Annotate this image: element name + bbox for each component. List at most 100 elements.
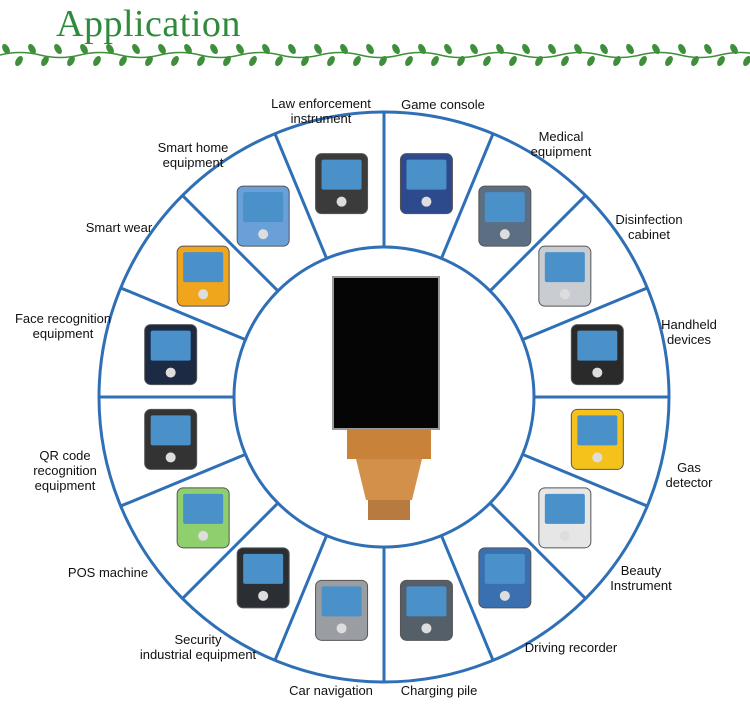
- vine-leaf: [574, 43, 582, 55]
- segment-divider: [522, 453, 648, 508]
- lcd-fpc-connector: [347, 429, 431, 459]
- vine-leaf: [704, 43, 712, 55]
- disinfection-cabinet-icon: [538, 245, 592, 307]
- vine-leaf: [535, 55, 543, 67]
- vine-leaf: [67, 55, 75, 67]
- smartwatch-icon: [176, 245, 230, 307]
- vine-leaf: [509, 55, 517, 67]
- vine-leaf: [600, 43, 608, 55]
- lcd-panel-image: [332, 276, 440, 520]
- vine-leaf: [15, 55, 23, 67]
- vine-leaf: [236, 43, 244, 55]
- driving-recorder-icon: [478, 547, 532, 609]
- vine-leaf: [93, 55, 101, 67]
- game-console-icon: [399, 153, 453, 215]
- vine-leaf: [197, 55, 205, 67]
- vine-leaf: [379, 55, 387, 67]
- vine-leaf: [431, 55, 439, 67]
- vine-leaf: [457, 55, 465, 67]
- car-navigation-icon: [315, 579, 369, 641]
- vine-leaf: [301, 55, 309, 67]
- law-enforcement-recorder-icon: [315, 153, 369, 215]
- vine-leaf: [119, 55, 127, 67]
- vine-leaf: [353, 55, 361, 67]
- segment-divider: [181, 194, 279, 292]
- vine-leaf: [405, 55, 413, 67]
- lcd-fpc-tail: [356, 459, 422, 500]
- pos-machine-icon: [176, 487, 230, 549]
- handheld-device-icon: [570, 324, 624, 386]
- vine-leaf: [54, 43, 62, 55]
- vine-leaf: [626, 43, 634, 55]
- vine-leaf: [392, 43, 400, 55]
- segment-divider: [120, 453, 246, 508]
- medical-equipment-icon: [478, 185, 532, 247]
- vine-leaf: [678, 43, 686, 55]
- vine-leaf: [210, 43, 218, 55]
- label-smart-wear: Smart wear: [85, 220, 153, 235]
- face-recognition-laptop-icon: [144, 324, 198, 386]
- vine-leaf: [470, 43, 478, 55]
- vine-leaf: [80, 43, 88, 55]
- segment-divider: [522, 286, 648, 341]
- vine-leaf: [2, 43, 10, 55]
- segment-divider: [120, 286, 246, 341]
- vine-leaf: [314, 43, 322, 55]
- lcd-fpc-contacts: [368, 500, 410, 520]
- vine-leaf: [444, 43, 452, 55]
- label-pos-machine: POS machine: [67, 565, 149, 580]
- label-driving-recorder: Driving recorder: [524, 640, 618, 655]
- vine-leaf: [327, 55, 335, 67]
- rugged-phone-icon: [236, 547, 290, 609]
- smart-home-phone-icon: [236, 185, 290, 247]
- segment-divider: [489, 502, 587, 600]
- vine-leaf: [561, 55, 569, 67]
- vine-leaf: [613, 55, 621, 67]
- vine-leaf: [639, 55, 647, 67]
- label-charging-pile: Charging pile: [400, 683, 478, 698]
- vine-leaf: [275, 55, 283, 67]
- page-title: Application: [56, 3, 241, 45]
- segment-divider: [181, 502, 279, 600]
- vine-leaf: [717, 55, 725, 67]
- vine-leaf: [418, 43, 426, 55]
- vine-leaf: [652, 43, 660, 55]
- segment-divider: [440, 535, 495, 661]
- vine-leaf: [145, 55, 153, 67]
- vine-leaf: [366, 43, 374, 55]
- vine-leaf: [249, 55, 257, 67]
- vine-leaf: [223, 55, 231, 67]
- vine-leaf: [288, 43, 296, 55]
- vine-leaf: [730, 43, 738, 55]
- segment-divider: [273, 133, 328, 259]
- qr-terminal-icon: [144, 408, 198, 470]
- label-car-navigation: Car navigation: [289, 683, 373, 698]
- segment-divider: [489, 194, 587, 292]
- vine-leaf: [262, 43, 270, 55]
- vine-leaf: [132, 43, 140, 55]
- vine-leaf: [691, 55, 699, 67]
- vine-leaf: [340, 43, 348, 55]
- segment-divider: [273, 535, 328, 661]
- vine-leaf: [665, 55, 673, 67]
- vine-leaf: [28, 43, 36, 55]
- gas-detector-icon: [570, 408, 624, 470]
- vine-stem: [0, 51, 750, 59]
- beauty-instrument-icon: [538, 487, 592, 549]
- vine-leaf: [522, 43, 530, 55]
- vine-leaf: [496, 43, 504, 55]
- vine-leaf: [587, 55, 595, 67]
- vine-leaf: [41, 55, 49, 67]
- vine-leaf: [171, 55, 179, 67]
- vine-border-decoration: [0, 43, 750, 67]
